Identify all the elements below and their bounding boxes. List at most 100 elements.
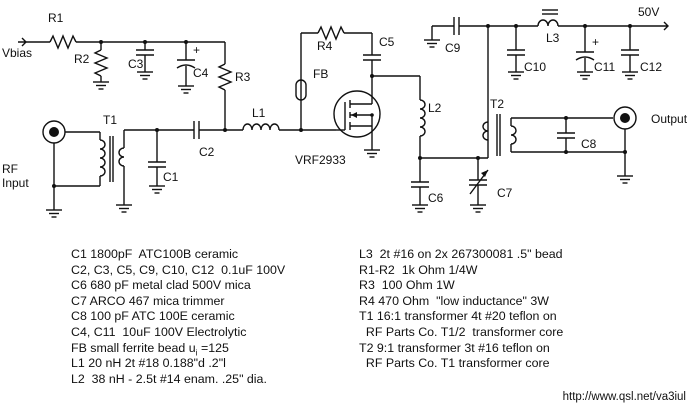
ground-icon <box>115 204 133 213</box>
transformer-t1-secondary <box>118 147 125 167</box>
amplifier-core: R4 FB C5 L1 VRF2933 <box>242 25 395 167</box>
label-c8: C8 <box>581 137 597 151</box>
resistor-r4 <box>317 25 345 41</box>
fb-subscript: i <box>195 347 198 358</box>
parts-line: C8 100 pF ATC 100E ceramic <box>71 309 235 324</box>
parts-list-right: L3 2t #16 on 2x 267300081 .5" bead R1-R2… <box>359 247 563 372</box>
ground-icon <box>363 149 381 158</box>
parts-line: L2 38 nH - 2.5t #14 enam. .25" dia. <box>71 371 267 386</box>
ground-icon <box>576 71 594 80</box>
trimmer-capacitor-c7 <box>469 169 489 195</box>
label-c4: C4 <box>193 66 209 80</box>
ground-icon <box>92 81 110 90</box>
transformer-t2-primary <box>482 121 489 141</box>
label-vrf2933: VRF2933 <box>295 153 346 167</box>
capacitor-c2 <box>193 121 200 139</box>
label-50v: 50V <box>638 5 659 19</box>
parts-line: C7 ARCO 467 mica trimmer <box>71 293 225 308</box>
parts-list-left: C1 1800pF ATC100B ceramic C2, C3, C5, C9… <box>71 247 285 387</box>
capacitor-c11 <box>575 51 595 61</box>
transformer-t1-primary <box>99 139 106 177</box>
ground-icon <box>621 71 639 80</box>
output-network: L2 C6 C7 T2 C8 Output <box>372 75 688 213</box>
label-c7: C7 <box>497 186 513 200</box>
label-t1: T1 <box>103 113 117 127</box>
ground-icon <box>469 204 487 213</box>
capacitor-c4 <box>176 59 196 69</box>
label-r4: R4 <box>317 39 333 53</box>
label-c1: C1 <box>163 170 179 184</box>
parts-line: L1 20 nH 2t #18 0.188"d .2"l <box>71 356 226 371</box>
capacitor-c9 <box>453 17 460 35</box>
capacitor-c3 <box>136 49 154 56</box>
capacitor-c12 <box>621 49 639 56</box>
label-c2: C2 <box>199 145 215 159</box>
ground-icon <box>136 71 154 80</box>
resistor-r1 <box>49 34 77 50</box>
label-c11: C11 <box>594 60 615 74</box>
capacitor-c5 <box>363 54 381 61</box>
inductor-l1 <box>242 123 280 131</box>
label-r3: R3 <box>235 70 251 84</box>
bias-network: R1 Vbias R2 C3 + C4 R3 <box>2 11 251 132</box>
parts-line: C4, C11 10uF 100V Electrolytic <box>71 324 247 339</box>
label-c6: C6 <box>428 191 444 205</box>
inductor-l3 <box>537 9 559 27</box>
input-section: T1 C1 C2 RF Input <box>2 113 243 218</box>
label-c10: C10 <box>524 60 546 74</box>
ground-icon <box>177 85 195 94</box>
parts-line: T1 16:1 transformer 4t #20 teflon on <box>359 309 557 324</box>
parts-line: C1 1800pF ATC100B ceramic <box>71 247 239 261</box>
rf-output-connector-icon <box>613 106 637 130</box>
resistor-r2 <box>93 49 109 77</box>
resistor-r3 <box>217 63 233 91</box>
ground-icon <box>411 204 429 213</box>
label-c11-plus: + <box>592 35 599 49</box>
parts-line: R3 100 Ohm 1W <box>359 278 455 293</box>
vbias-arrow-icon <box>18 37 27 47</box>
ground-icon <box>507 71 525 80</box>
ground-icon <box>148 185 166 194</box>
parts-line: R1-R2 1k Ohm 1/4W <box>359 262 478 277</box>
fb-value: =125 <box>197 340 229 355</box>
label-l2: L2 <box>428 101 442 115</box>
ground-icon <box>45 209 63 218</box>
label-vbias: Vbias <box>2 46 32 60</box>
mosfet-vrf2933 <box>333 90 381 150</box>
rf-input-connector-icon <box>42 120 66 144</box>
parts-line: T2 9:1 transformer 3t #16 teflon on <box>359 340 550 355</box>
inductor-l2 <box>419 99 426 137</box>
parts-line: C2, C3, C5, C9, C10, C12 0.1uF 100V <box>71 262 286 277</box>
label-rf-input-line2: Input <box>2 176 29 190</box>
label-t2: T2 <box>490 97 504 111</box>
label-c9: C9 <box>445 41 461 55</box>
capacitor-c8 <box>557 132 575 139</box>
ground-icon <box>616 175 634 184</box>
parts-line: RF Parts Co. T1 transformer core <box>359 356 550 371</box>
parts-line: RF Parts Co. T1/2 transformer core <box>359 324 564 339</box>
transformer-t2-secondary <box>510 125 517 145</box>
parts-line-fb: FB small ferrite bead ui =125 <box>71 341 285 357</box>
label-l3: L3 <box>546 31 560 45</box>
label-l1: L1 <box>252 106 266 120</box>
label-fb: FB <box>313 67 328 81</box>
label-c4-plus: + <box>193 43 200 57</box>
label-c12: C12 <box>640 60 662 74</box>
label-c5: C5 <box>379 35 395 49</box>
parts-line: R4 470 Ohm "low inductance" 3W <box>359 293 549 308</box>
parts-line: C6 680 pF metal clad 500V mica <box>71 278 251 293</box>
capacitor-c6 <box>411 181 429 188</box>
label-output: Output <box>651 112 688 126</box>
label-rf-input-line1: RF <box>2 162 18 176</box>
source-url: http://www.qsl.net/va3iul <box>562 391 686 403</box>
ferrite-bead-fb <box>295 79 307 101</box>
parts-line: L3 2t #16 on 2x 267300081 .5" bead <box>359 247 563 261</box>
fb-text: FB small ferrite bead u <box>71 340 196 355</box>
capacitor-c10 <box>507 49 525 56</box>
capacitor-c1 <box>148 161 166 168</box>
ground-icon <box>423 39 441 48</box>
label-r2: R2 <box>74 52 90 66</box>
supply-network: C9 C10 L3 + C11 C12 50V <box>423 5 669 140</box>
label-c3: C3 <box>128 57 144 71</box>
